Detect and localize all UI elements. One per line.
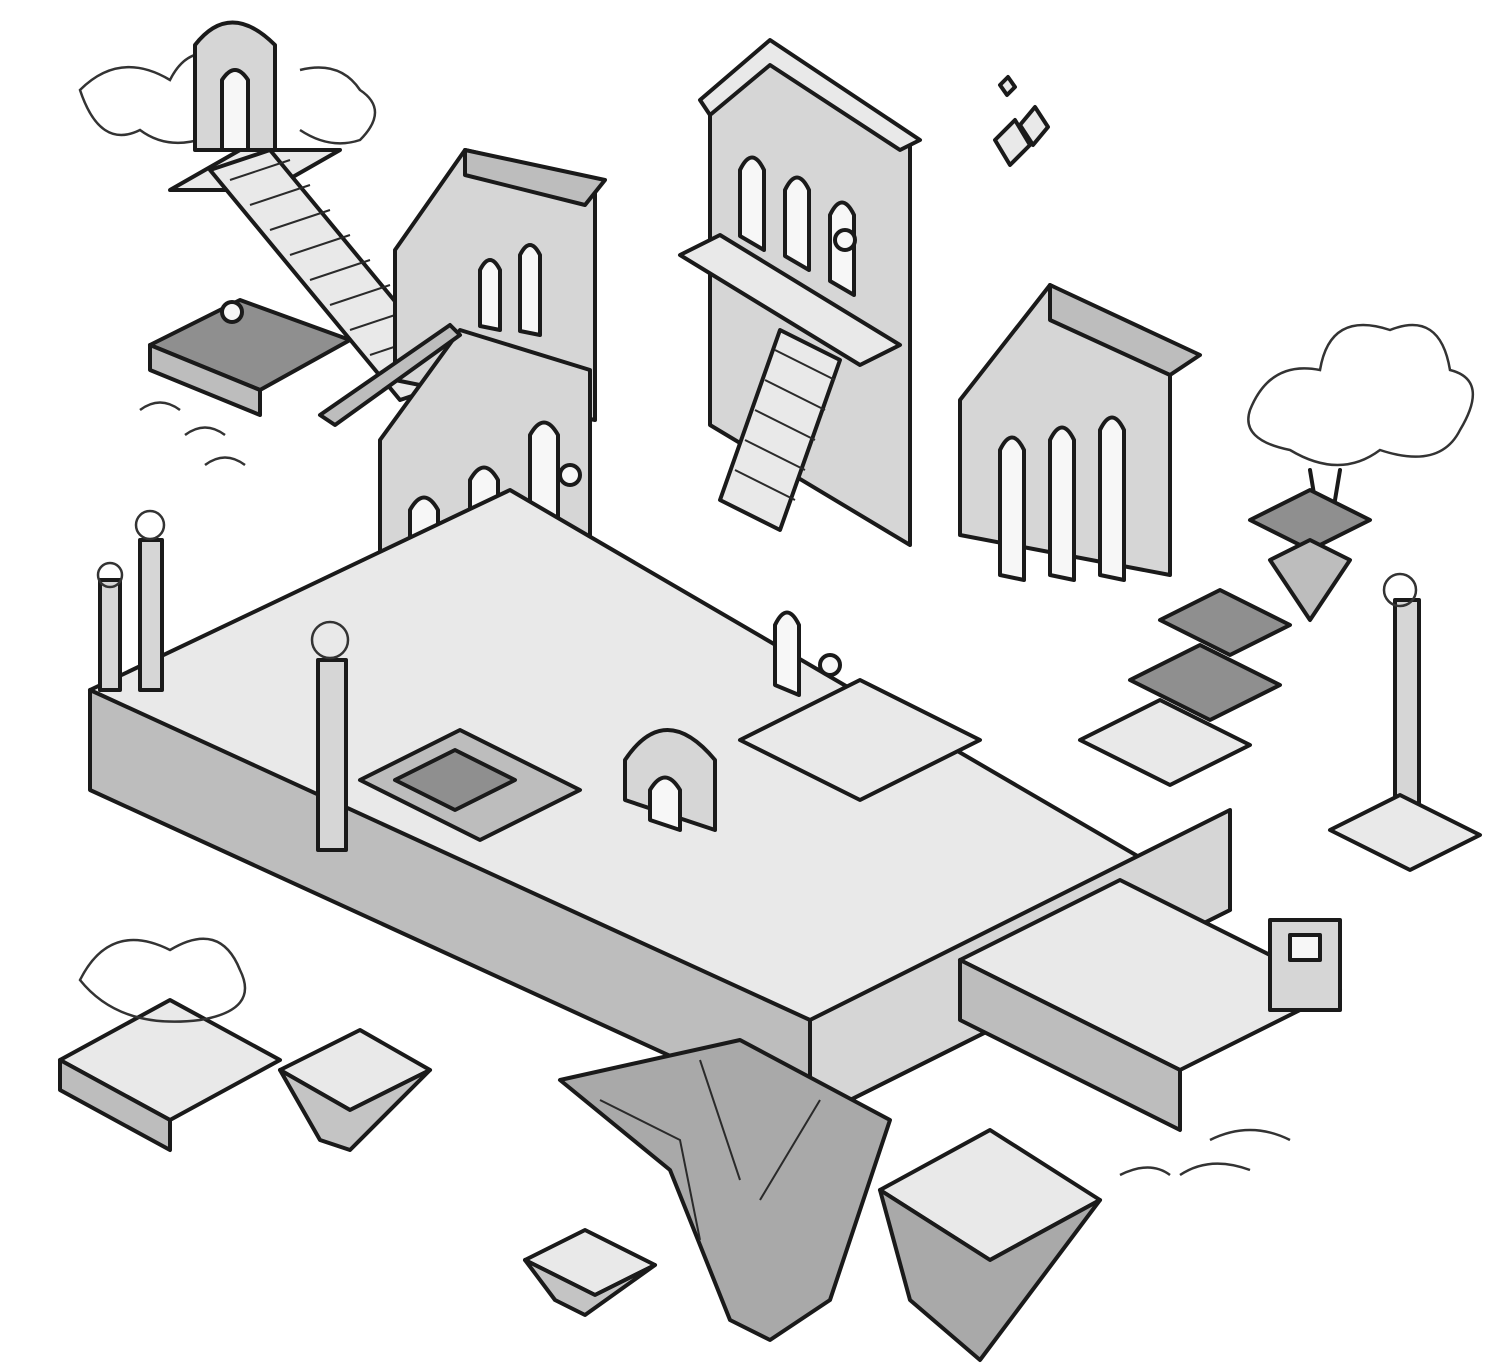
main-floating-island bbox=[88, 488, 1232, 1342]
central-tower bbox=[678, 38, 922, 547]
floating-crystals bbox=[993, 75, 1050, 167]
lower-right-platform bbox=[958, 878, 1342, 1132]
meditation-platform bbox=[139, 298, 352, 467]
arch-gate-cloud bbox=[78, 20, 377, 192]
right-temple bbox=[958, 283, 1202, 582]
floating-rocks bbox=[58, 937, 1291, 1362]
columns bbox=[96, 509, 1482, 872]
stepping-platforms bbox=[1078, 588, 1292, 787]
tree-on-pedestal bbox=[1247, 323, 1475, 622]
